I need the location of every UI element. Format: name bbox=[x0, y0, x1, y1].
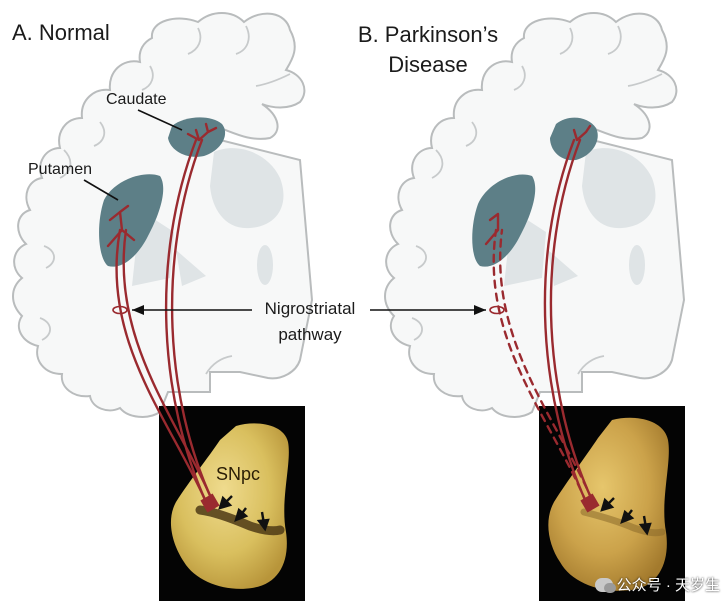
label-caudate: Caudate bbox=[106, 91, 167, 108]
internal-nucleus-parkinsons bbox=[548, 250, 578, 286]
panel-title-parkinsons: B. Parkinson’s Disease bbox=[338, 20, 518, 80]
thalamus-shape-parkinsons bbox=[582, 148, 656, 229]
brain-outline-parkinsons bbox=[384, 12, 686, 418]
brain-section-parkinsons bbox=[384, 12, 686, 418]
ventricle-parkinsons bbox=[629, 245, 645, 285]
label-nigrostriatal-pathway: Nigrostriatal pathway bbox=[248, 296, 372, 348]
brain-section-normal bbox=[12, 12, 314, 418]
wechat-icon bbox=[594, 577, 616, 593]
panel-title-parkinsons-line1: B. Parkinson’s bbox=[357, 22, 499, 47]
panel-title-normal: A. Normal bbox=[12, 20, 110, 45]
label-pathway-line1: Nigrostriatal bbox=[264, 299, 356, 318]
label-leader-lines bbox=[83, 109, 505, 315]
caudate-leader bbox=[137, 109, 183, 131]
ventricle-normal bbox=[257, 245, 273, 285]
watermark-text: 公众号 · 天岁生 bbox=[616, 577, 720, 594]
nigrostriatal-pathway-normal bbox=[106, 122, 220, 513]
brain-outline-normal bbox=[12, 12, 314, 418]
cortex-fold-normal bbox=[39, 25, 291, 375]
internal-nucleus-normal bbox=[176, 250, 206, 286]
substantia-nigra-band-parkinsons bbox=[580, 508, 666, 537]
panel-title-parkinsons-line2: Disease bbox=[388, 52, 468, 77]
caudate-shape-normal bbox=[168, 117, 226, 157]
putamen-leader bbox=[83, 179, 119, 201]
thalamus-shape-normal bbox=[210, 148, 284, 229]
watermark: 公众号 · 天岁生 bbox=[594, 574, 720, 595]
snpc-arrows-normal bbox=[218, 495, 270, 532]
nigrostriatal-pathway-parkinsons bbox=[484, 124, 600, 513]
substantia-nigra-band-normal bbox=[195, 505, 285, 536]
snpc-arrows-parkinsons bbox=[600, 497, 652, 536]
label-snpc: SNpc bbox=[216, 464, 261, 484]
label-pathway-line2: pathway bbox=[278, 325, 342, 344]
label-putamen: Putamen bbox=[28, 161, 93, 178]
cortex-fold-parkinsons bbox=[411, 25, 663, 375]
putamen-shape-parkinsons bbox=[472, 174, 536, 267]
